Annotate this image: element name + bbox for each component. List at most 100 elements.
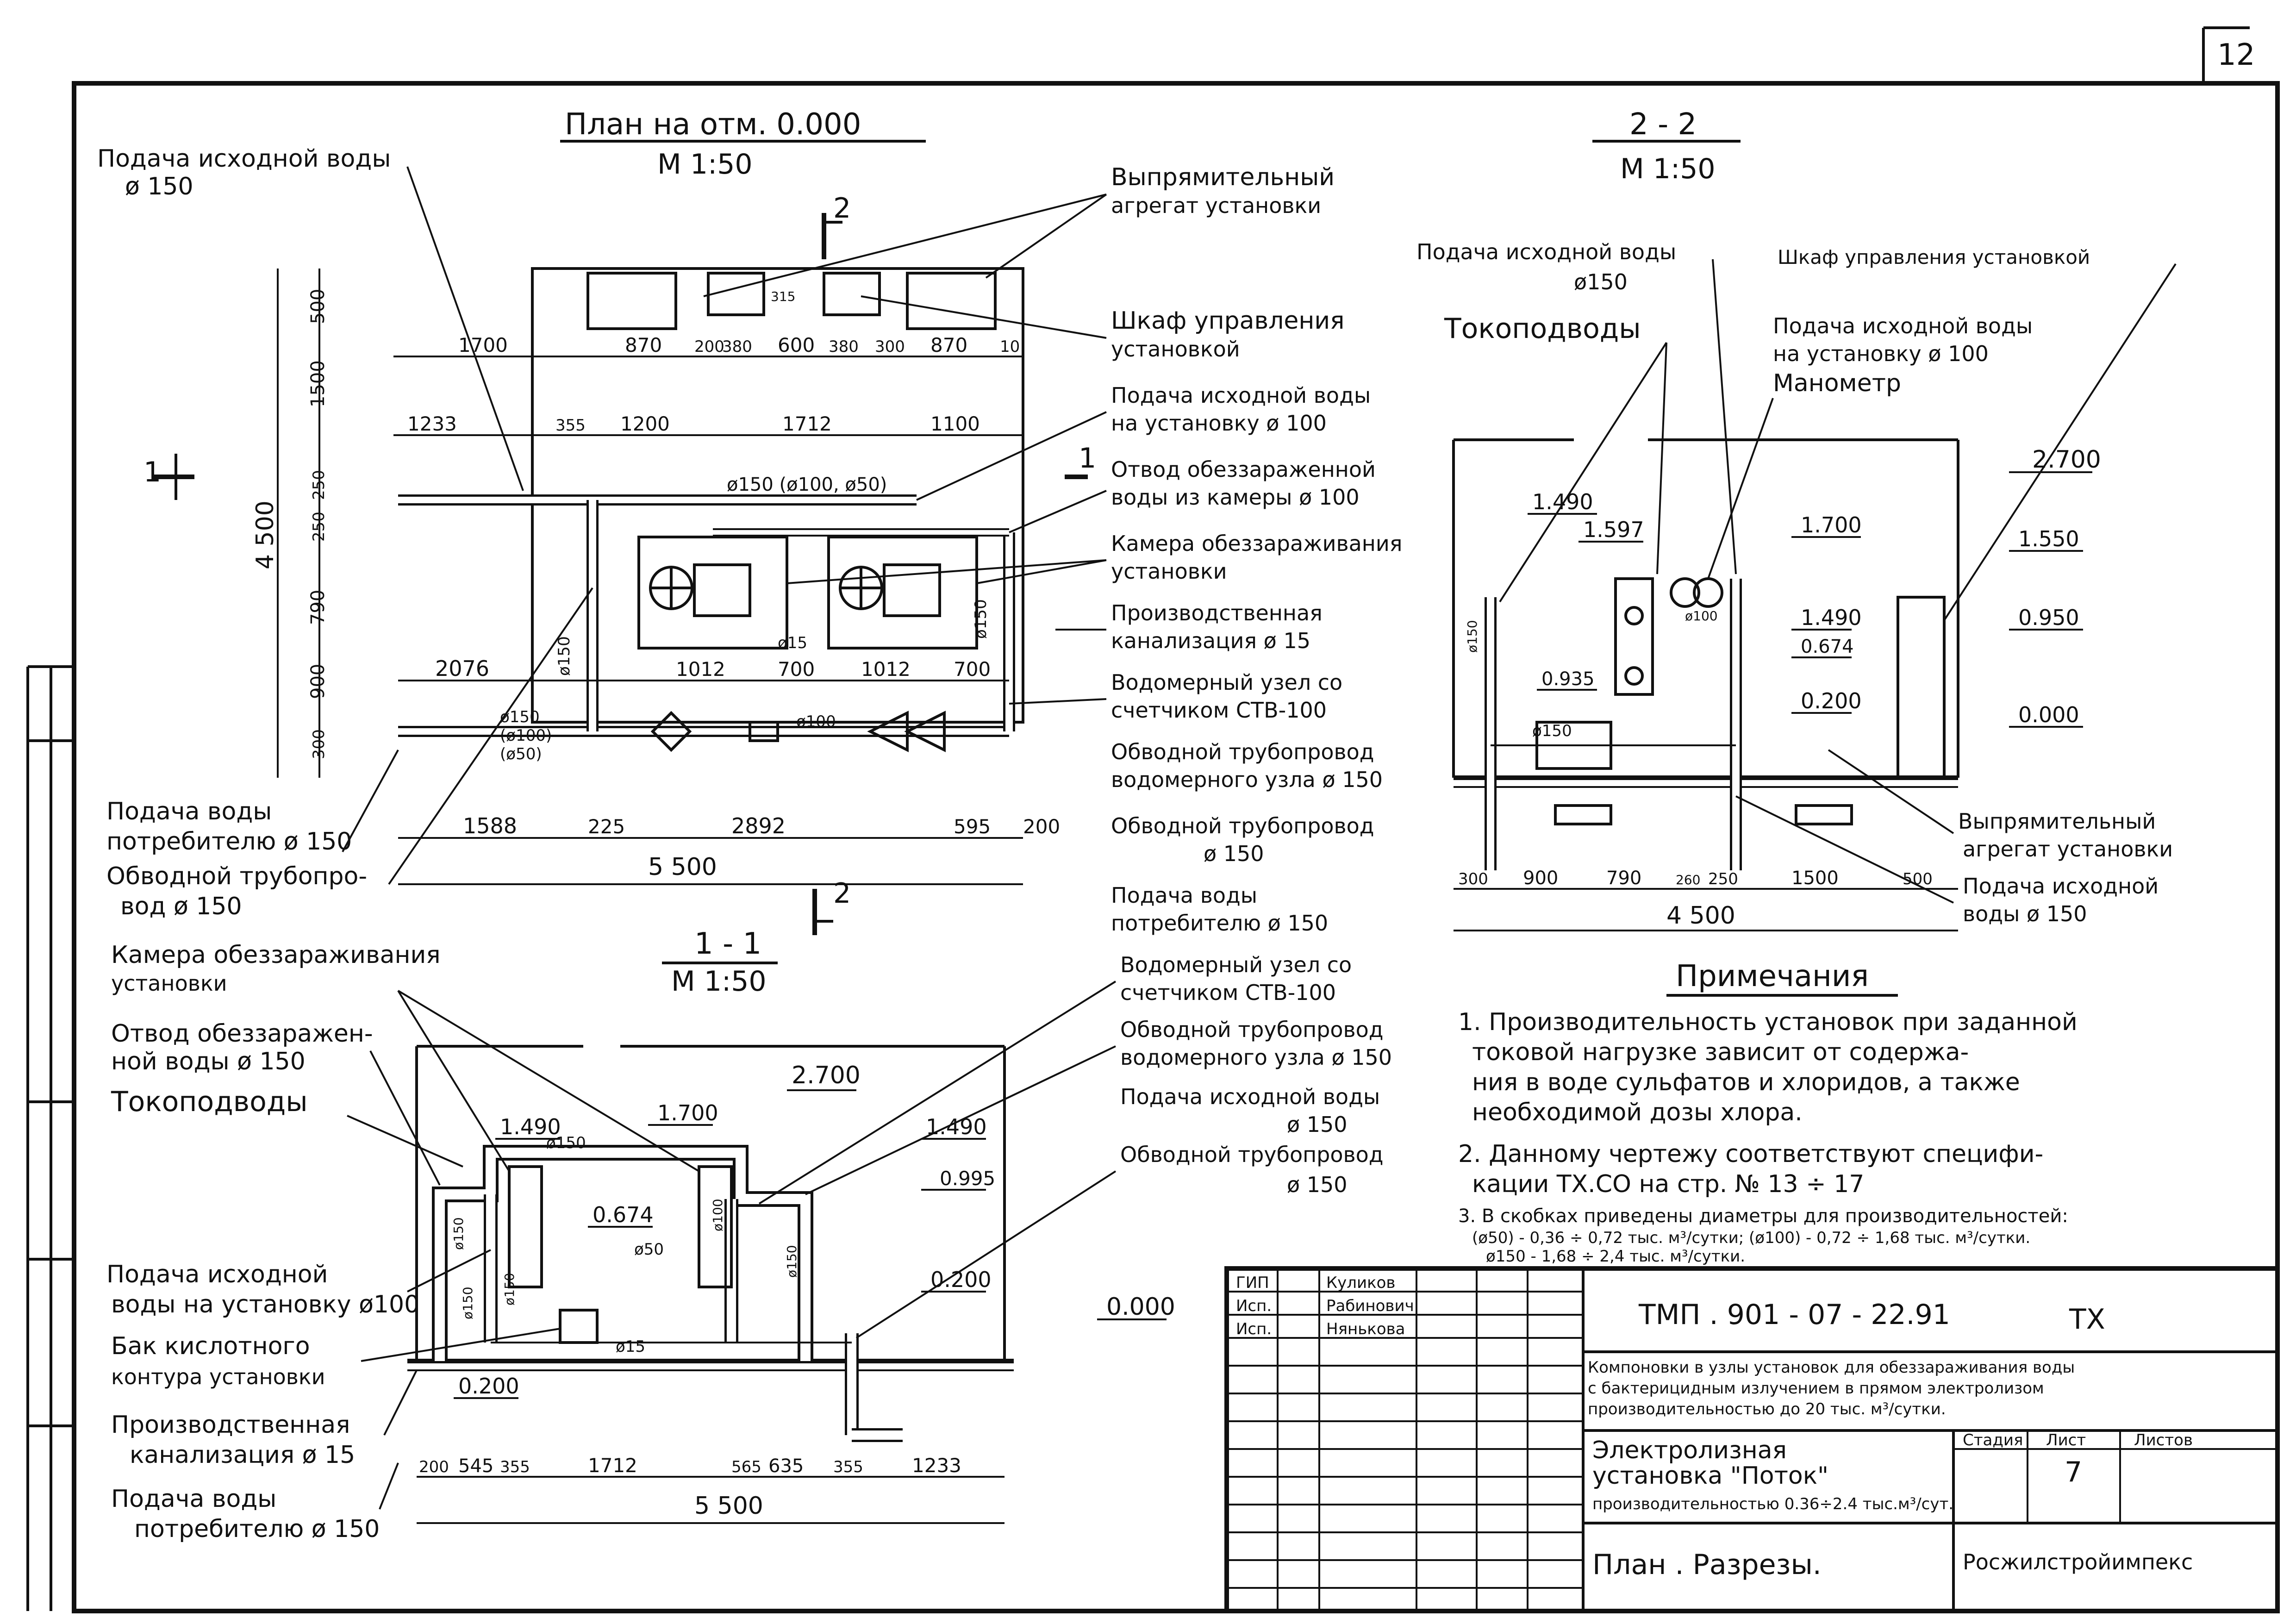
svg-text:Выпрямительный: Выпрямительный [1111, 163, 1335, 191]
svg-text:1: 1 [1079, 442, 1096, 475]
rectifier-box-2 [906, 272, 997, 330]
svg-text:(ø50) - 0,36 ÷ 0,72 тыс. м³/су: (ø50) - 0,36 ÷ 0,72 тыс. м³/сутки; (ø100… [1472, 1229, 2030, 1247]
svg-text:3. В скобках приведены диаметр: 3. В скобках приведены диаметры для прои… [1458, 1206, 2068, 1227]
svg-text:Исп.: Исп. [1236, 1320, 1272, 1338]
svg-text:1700: 1700 [458, 334, 508, 356]
svg-text:(ø50): (ø50) [500, 745, 542, 763]
plan-title: План на отм. 0.000 [565, 107, 861, 142]
svg-text:250: 250 [310, 512, 328, 542]
sheet-frame [72, 81, 2280, 1613]
svg-text:ной воды ø 150: ной воды ø 150 [111, 1048, 306, 1075]
cut-mark-1-left: 1 [144, 454, 194, 500]
svg-text:производительностью до 20 тыс.: производительностью до 20 тыс. м³/сутки. [1588, 1400, 1946, 1418]
svg-text:Производственная: Производственная [111, 1411, 350, 1439]
svg-text:300: 300 [310, 729, 328, 759]
svg-text:Обводной трубопровод: Обводной трубопровод [1120, 1017, 1384, 1042]
cut-mark-2-bottom: 2 [812, 877, 851, 935]
svg-text:воды на установку ø100: воды на установку ø100 [111, 1291, 419, 1318]
svg-text:(ø100): (ø100) [500, 726, 552, 745]
svg-text:315: 315 [771, 289, 795, 304]
svg-text:потребителю ø 150: потребителю ø 150 [1111, 911, 1328, 936]
svg-text:М 1:50: М 1:50 [1620, 153, 1716, 185]
svg-text:ø 150: ø 150 [1287, 1172, 1348, 1197]
svg-text:водомерного узла ø 150: водомерного узла ø 150 [1120, 1045, 1392, 1070]
svg-text:870: 870 [625, 334, 662, 356]
svg-text:545: 545 [458, 1455, 493, 1477]
svg-text:установки: установки [111, 971, 227, 996]
svg-text:300: 300 [1458, 870, 1488, 888]
svg-text:Подача исходной воды: Подача исходной воды [1120, 1084, 1380, 1109]
section22-title: 2 - 2 [1629, 107, 1697, 142]
svg-text:Подача воды: Подача воды [111, 1485, 276, 1513]
svg-text:Бак кислотного: Бак кислотного [111, 1332, 310, 1360]
svg-text:0.674: 0.674 [1801, 636, 1854, 657]
svg-text:канализация ø 15: канализация ø 15 [130, 1441, 355, 1469]
svg-text:790: 790 [1606, 868, 1641, 889]
svg-text:счетчиком СТВ-100: счетчиком СТВ-100 [1111, 698, 1327, 723]
page-corner-number: 12 [2217, 38, 2255, 72]
svg-text:с бактерицидным излучением в п: с бактерицидным излучением в прямом элек… [1588, 1379, 2044, 1398]
svg-text:1500: 1500 [1791, 868, 1839, 889]
svg-text:ø15: ø15 [616, 1337, 645, 1356]
plan-right-callouts: Выпрямительный агрегат установки Шкаф уп… [703, 163, 1402, 936]
svg-text:ø150 - 1,68 ÷ 2,4 тыс. м³/сутк: ø150 - 1,68 ÷ 2,4 тыс. м³/сутки. [1486, 1247, 1745, 1266]
svg-text:300: 300 [875, 337, 905, 356]
svg-text:ø100: ø100 [710, 1199, 725, 1231]
svg-text:200: 200 [1023, 815, 1060, 838]
svg-text:Подача исходной воды: Подача исходной воды [1416, 239, 1676, 264]
svg-text:355: 355 [833, 1458, 863, 1476]
svg-text:ø150: ø150 [1532, 722, 1572, 740]
svg-text:1.597: 1.597 [1583, 517, 1644, 542]
svg-text:необходимой дозы хлора.: необходимой дозы хлора. [1472, 1099, 1803, 1126]
section11-title: 1 - 1 [694, 927, 761, 961]
svg-text:ø150: ø150 [1465, 620, 1480, 653]
svg-text:воды ø 150: воды ø 150 [1963, 901, 2087, 926]
svg-text:700: 700 [778, 658, 815, 681]
plan-pipe-top-label: ø150 (ø100, ø50) [727, 474, 887, 495]
svg-text:ø150: ø150 [502, 1273, 517, 1305]
notes-block: Примечания 1. Производительность установ… [1458, 959, 2078, 1266]
svg-text:Обводной трубопро-: Обводной трубопро- [106, 862, 367, 890]
svg-text:Камера обеззараживания: Камера обеззараживания [1111, 531, 1402, 556]
svg-text:0.935: 0.935 [1541, 668, 1595, 690]
svg-text:М 1:50: М 1:50 [671, 965, 767, 998]
svg-text:2: 2 [833, 192, 851, 225]
svg-text:Лист: Лист [2046, 1431, 2086, 1449]
svg-text:2: 2 [833, 877, 851, 910]
svg-text:Обводной трубопровод: Обводной трубопровод [1111, 813, 1374, 838]
svg-text:2892: 2892 [731, 813, 786, 838]
svg-text:на установку ø 100: на установку ø 100 [1111, 411, 1327, 436]
svg-text:1.490: 1.490 [500, 1114, 561, 1139]
svg-text:1233: 1233 [407, 412, 457, 435]
svg-text:595: 595 [954, 815, 991, 838]
svg-text:1100: 1100 [930, 412, 980, 435]
svg-text:Исп.: Исп. [1236, 1297, 1272, 1315]
svg-text:установкой: установкой [1111, 337, 1240, 362]
svg-text:1233: 1233 [912, 1454, 961, 1477]
svg-text:ø150: ø150 [546, 1134, 586, 1152]
svg-text:ния в воде сульфатов и хлоридо: ния в воде сульфатов и хлоридов, а также [1472, 1068, 2020, 1096]
svg-text:установки: установки [1111, 559, 1227, 584]
svg-text:2.700: 2.700 [2032, 446, 2101, 474]
svg-text:2.700: 2.700 [792, 1062, 861, 1089]
svg-text:контура установки: контура установки [111, 1364, 325, 1389]
svg-text:1.550: 1.550 [2018, 526, 2079, 551]
plan-total-height: 4 500 [251, 500, 279, 569]
svg-text:Рабинович: Рабинович [1326, 1297, 1414, 1315]
svg-text:Шкаф управления: Шкаф управления [1111, 307, 1344, 335]
svg-text:10: 10 [1000, 337, 1020, 356]
svg-text:1: 1 [144, 456, 161, 488]
svg-text:Токоподводы: Токоподводы [1444, 312, 1641, 345]
svg-text:канализация ø 15: канализация ø 15 [1111, 628, 1310, 653]
svg-text:1588: 1588 [463, 813, 517, 838]
organization: Росжилстройимпекс [1963, 1549, 2193, 1574]
disinfection-chamber-2 [827, 536, 978, 650]
svg-text:500: 500 [307, 289, 329, 324]
svg-text:Подача исходной воды: Подача исходной воды [1111, 383, 1371, 408]
svg-text:1.490: 1.490 [1801, 605, 1862, 630]
svg-text:Подача исходной: Подача исходной [1963, 874, 2159, 899]
svg-text:ø150: ø150 [972, 599, 990, 639]
section-1-1: 1 - 1 М 1:50 ø150 ø150 ø150 ø150 ø100 ø1… [106, 927, 1392, 1543]
svg-text:ø 150: ø 150 [1287, 1112, 1348, 1137]
